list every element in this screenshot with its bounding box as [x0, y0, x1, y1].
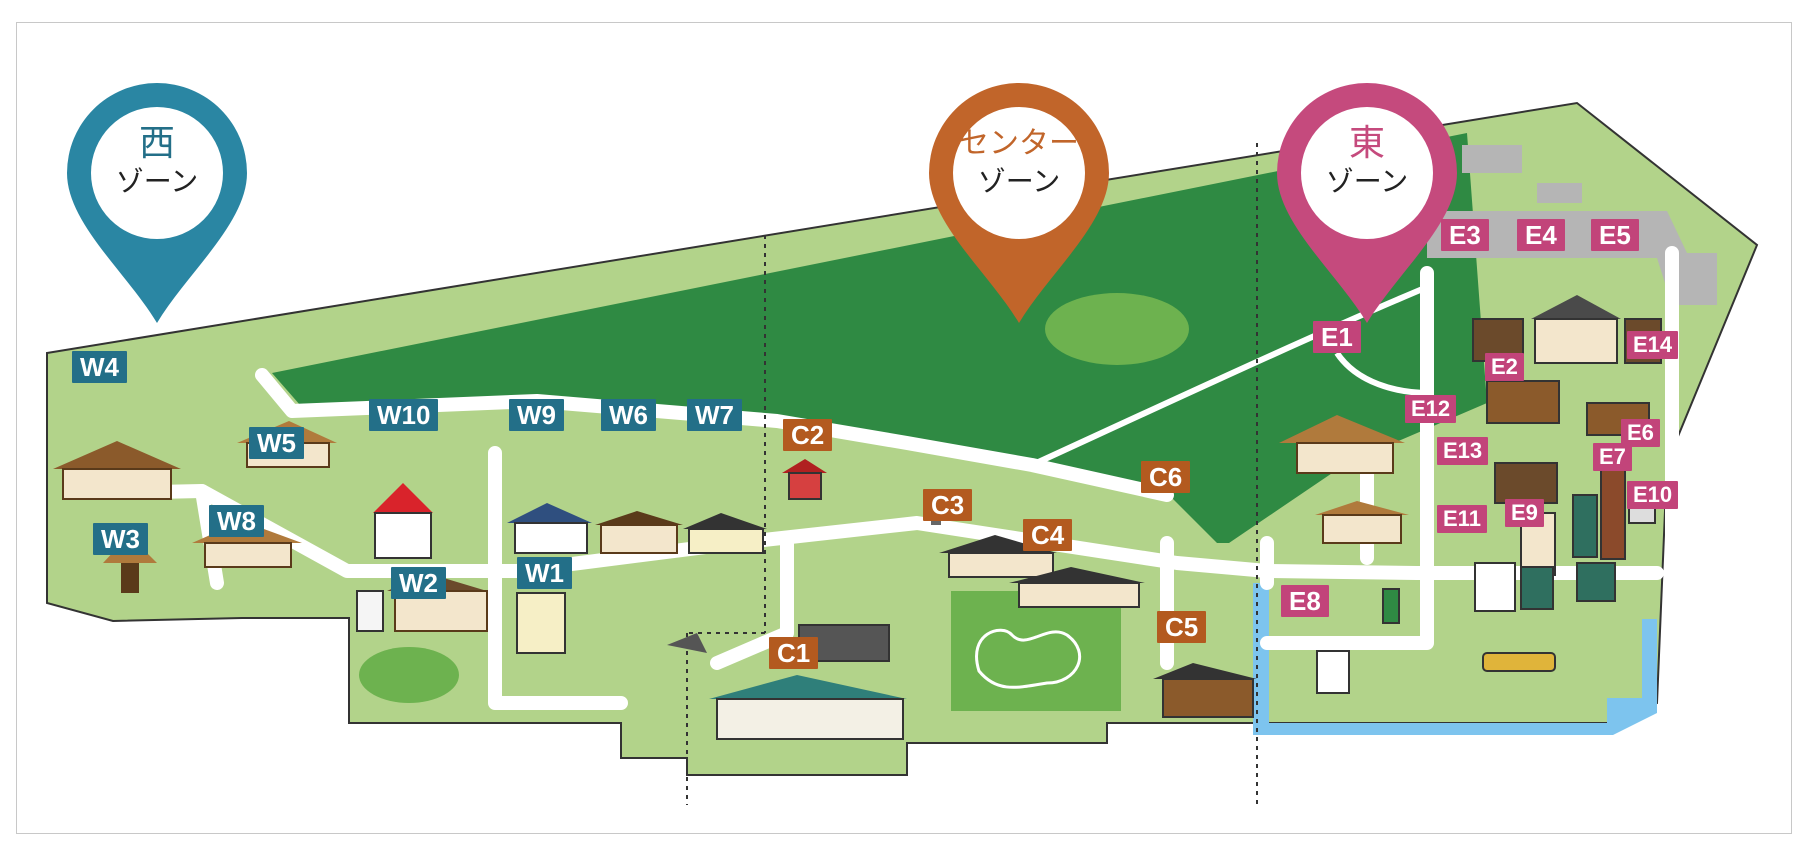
building-icon	[373, 483, 433, 559]
zone-dividers	[686, 143, 1258, 805]
label-e4[interactable]: E4	[1517, 219, 1565, 251]
building-icon	[1316, 650, 1350, 694]
pin-east	[1277, 83, 1457, 323]
label-c5[interactable]: C5	[1157, 611, 1207, 643]
label-e13[interactable]: E13	[1437, 437, 1489, 465]
building-icon	[709, 624, 907, 740]
label-c6[interactable]: C6	[1141, 461, 1191, 493]
label-e6[interactable]: E6	[1621, 419, 1660, 447]
label-w6[interactable]: W6	[601, 399, 656, 431]
building-icon	[507, 503, 592, 554]
label-e2[interactable]: E2	[1485, 353, 1524, 381]
label-e3[interactable]: E3	[1441, 219, 1489, 251]
label-e10[interactable]: E10	[1627, 481, 1679, 509]
zone-center-title: センター	[959, 126, 1079, 161]
building-icon	[667, 633, 707, 653]
forest-area	[272, 133, 1487, 543]
garden-area	[951, 591, 1121, 711]
label-e5[interactable]: E5	[1591, 219, 1639, 251]
label-w9[interactable]: W9	[509, 399, 564, 431]
lawn-oval	[1045, 293, 1189, 365]
building-icon	[1486, 380, 1560, 424]
building-icon	[1576, 562, 1616, 602]
building-icon	[1153, 663, 1257, 718]
label-c3[interactable]: C3	[923, 489, 973, 521]
building-icon	[683, 513, 767, 554]
pin-west	[67, 83, 247, 323]
water-area	[1253, 583, 1657, 735]
zone-east-subtitle: ゾーン	[1325, 165, 1409, 198]
building-icon	[1315, 501, 1409, 544]
zone-east-title: 東	[1348, 123, 1385, 164]
label-w5[interactable]: W5	[249, 427, 304, 459]
building-icon	[595, 511, 683, 554]
building-icon	[1474, 562, 1554, 612]
label-e1[interactable]: E1	[1313, 321, 1361, 353]
label-e12[interactable]: E12	[1405, 395, 1457, 423]
zone-west-title: 西	[138, 123, 175, 164]
map-frame: 西 ゾーン センター ゾーン 東 ゾーン W4 W5 W8 W3 W10 W2 …	[16, 22, 1792, 834]
label-e9[interactable]: E9	[1505, 499, 1544, 527]
pin-center	[929, 83, 1109, 323]
label-w1[interactable]: W1	[517, 557, 572, 589]
building-icon	[1494, 462, 1558, 504]
building-icon	[516, 592, 566, 654]
label-c4[interactable]: C4	[1023, 519, 1073, 551]
building-icon	[1382, 588, 1400, 624]
label-c2[interactable]: C2	[783, 419, 833, 451]
parking-area	[1427, 211, 1717, 305]
label-w8[interactable]: W8	[209, 505, 264, 537]
label-c1[interactable]: C1	[769, 637, 819, 669]
label-w7[interactable]: W7	[687, 399, 742, 431]
zone-label-west: 西 ゾーン	[97, 123, 217, 199]
label-e14[interactable]: E14	[1627, 331, 1679, 359]
label-e8[interactable]: E8	[1281, 585, 1329, 617]
building-icon	[53, 441, 181, 500]
label-w4[interactable]: W4	[72, 351, 127, 383]
label-w10[interactable]: W10	[369, 399, 439, 431]
west-pond-lawn	[359, 647, 459, 703]
zone-label-center: センター ゾーン	[949, 123, 1089, 199]
zone-west-subtitle: ゾーン	[115, 165, 199, 198]
label-w3[interactable]: W3	[93, 523, 148, 555]
label-e11[interactable]: E11	[1437, 505, 1487, 533]
label-w2[interactable]: W2	[391, 567, 446, 599]
building-icon	[782, 459, 827, 500]
building-icon	[1279, 415, 1405, 474]
zone-center-subtitle: ゾーン	[977, 165, 1061, 198]
label-e7[interactable]: E7	[1593, 443, 1632, 471]
building-icon	[1009, 567, 1145, 608]
zone-label-east: 東 ゾーン	[1307, 123, 1427, 199]
tram-icon	[1482, 652, 1556, 672]
